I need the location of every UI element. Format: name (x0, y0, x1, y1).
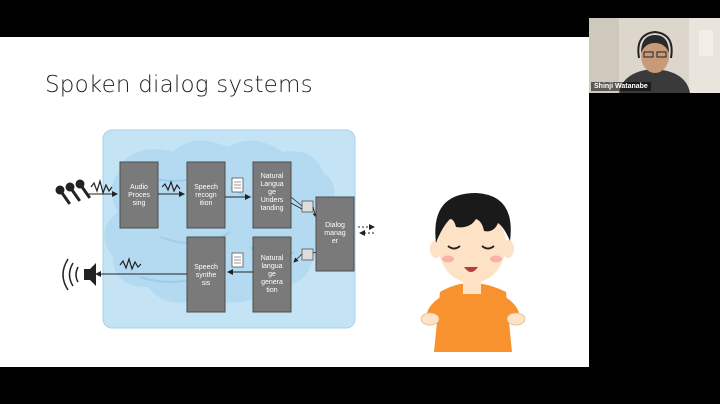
nlg-box: Natural langua ge genera tion (252, 236, 292, 313)
participant-name: Shinji Watanabe (591, 82, 651, 91)
svg-text:recogn: recogn (195, 192, 217, 199)
svg-text:Speech: Speech (194, 184, 218, 191)
svg-text:genera: genera (261, 279, 283, 286)
svg-text:manag: manag (324, 230, 346, 237)
svg-text:ition: ition (200, 200, 213, 207)
audio-processing-box: Audio Proces sing (119, 161, 159, 229)
waveform-icon (119, 257, 142, 271)
svg-text:er: er (332, 238, 339, 245)
svg-text:ge: ge (268, 271, 276, 278)
svg-text:tion: tion (266, 287, 277, 294)
presentation-slide: Spoken dialog systems (0, 37, 589, 367)
svg-text:Natural: Natural (261, 173, 284, 180)
document-icon (231, 177, 244, 193)
svg-text:langua: langua (261, 263, 282, 270)
speech-recognition-box: Speech recogn ition (186, 161, 226, 229)
dialog-manager-box: Dialog manag er (315, 196, 355, 272)
svg-text:Unders: Unders (261, 197, 284, 204)
speech-synthesis-box: Speech synthe sis (186, 236, 226, 313)
svg-text:Langua: Langua (260, 181, 283, 188)
dialog-system-diagram: Audio Proces sing Speech recogn ition Na… (55, 129, 526, 352)
nlu-box: Natural Langua ge Unders tanding (252, 161, 292, 229)
waveform-icon (161, 180, 181, 193)
participant-video-tile[interactable]: Shinji Watanabe (589, 18, 720, 93)
connector-squares (290, 196, 318, 263)
external-arrows (358, 224, 375, 236)
svg-text:sis: sis (202, 280, 211, 287)
document-icon (231, 252, 244, 268)
svg-text:Speech: Speech (194, 264, 218, 271)
svg-text:sing: sing (133, 200, 146, 207)
svg-text:ge: ge (268, 189, 276, 196)
svg-text:Natural: Natural (261, 255, 284, 262)
svg-text:tanding: tanding (261, 205, 284, 212)
slide-title: Spoken dialog systems (45, 72, 313, 98)
svg-text:Proces: Proces (128, 192, 150, 199)
microphone-icon (55, 179, 91, 205)
waveform-icon (90, 178, 113, 196)
speaker-icon (62, 258, 96, 291)
character-illustration (420, 193, 526, 352)
svg-text:synthe: synthe (196, 272, 217, 279)
svg-text:Audio: Audio (130, 184, 148, 191)
svg-text:Dialog: Dialog (325, 222, 345, 229)
